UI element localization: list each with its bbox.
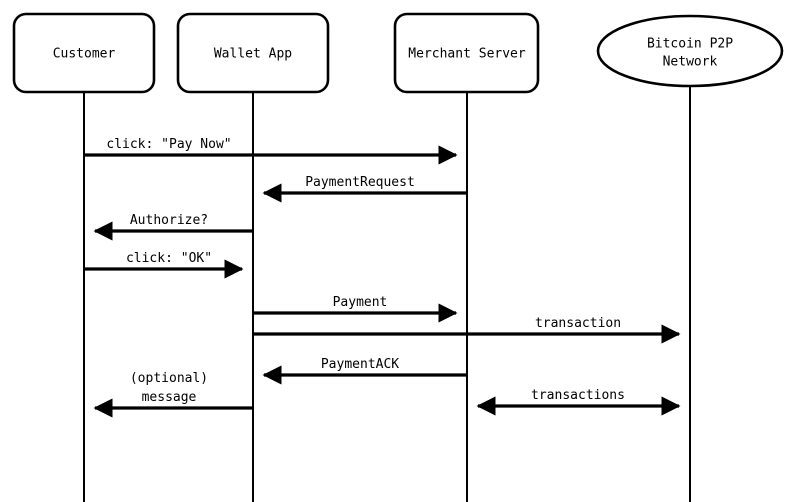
message-payment-request[interactable]: PaymentRequest [262, 175, 467, 203]
message-transactions[interactable]: transactions [476, 388, 681, 416]
message-click-ok[interactable]: click: "OK" [84, 251, 244, 279]
participant-label-wallet: Wallet App [214, 47, 292, 62]
message-label-optional-message-line1: (optional) [130, 371, 208, 386]
message-label-click-pay-now: click: "Pay Now" [106, 137, 231, 152]
message-authorize[interactable]: Authorize? [93, 213, 253, 241]
message-label-authorize: Authorize? [130, 213, 208, 228]
participant-label-merchant: Merchant Server [408, 47, 526, 62]
message-label-transaction: transaction [535, 316, 621, 331]
participants-group: Customer Wallet App Merchant Server Bitc… [12, 12, 784, 94]
message-label-payment: Payment [333, 295, 388, 310]
message-click-pay-now[interactable]: click: "Pay Now" [84, 137, 458, 165]
message-optional-message[interactable]: (optional) message [93, 371, 253, 418]
participant-box-customer[interactable] [12, 12, 156, 94]
message-label-optional-message-line2: message [142, 390, 197, 405]
participant-box-merchant[interactable] [393, 12, 540, 94]
message-transaction[interactable]: transaction [253, 316, 681, 344]
participant-label-network-line2: Network [663, 55, 718, 70]
message-label-payment-ack: PaymentACK [321, 357, 399, 372]
participant-label-customer: Customer [53, 47, 116, 62]
message-label-payment-request: PaymentRequest [305, 175, 415, 190]
participant-ellipse-network[interactable] [596, 14, 784, 88]
message-label-transactions: transactions [531, 388, 625, 403]
message-payment-ack[interactable]: PaymentACK [262, 357, 467, 385]
message-label-click-ok: click: "OK" [126, 251, 212, 266]
message-payment[interactable]: Payment [253, 295, 458, 323]
participant-label-network-line1: Bitcoin P2P [647, 37, 733, 52]
participant-box-wallet[interactable] [176, 12, 330, 94]
lifelines-group [83, 86, 691, 502]
